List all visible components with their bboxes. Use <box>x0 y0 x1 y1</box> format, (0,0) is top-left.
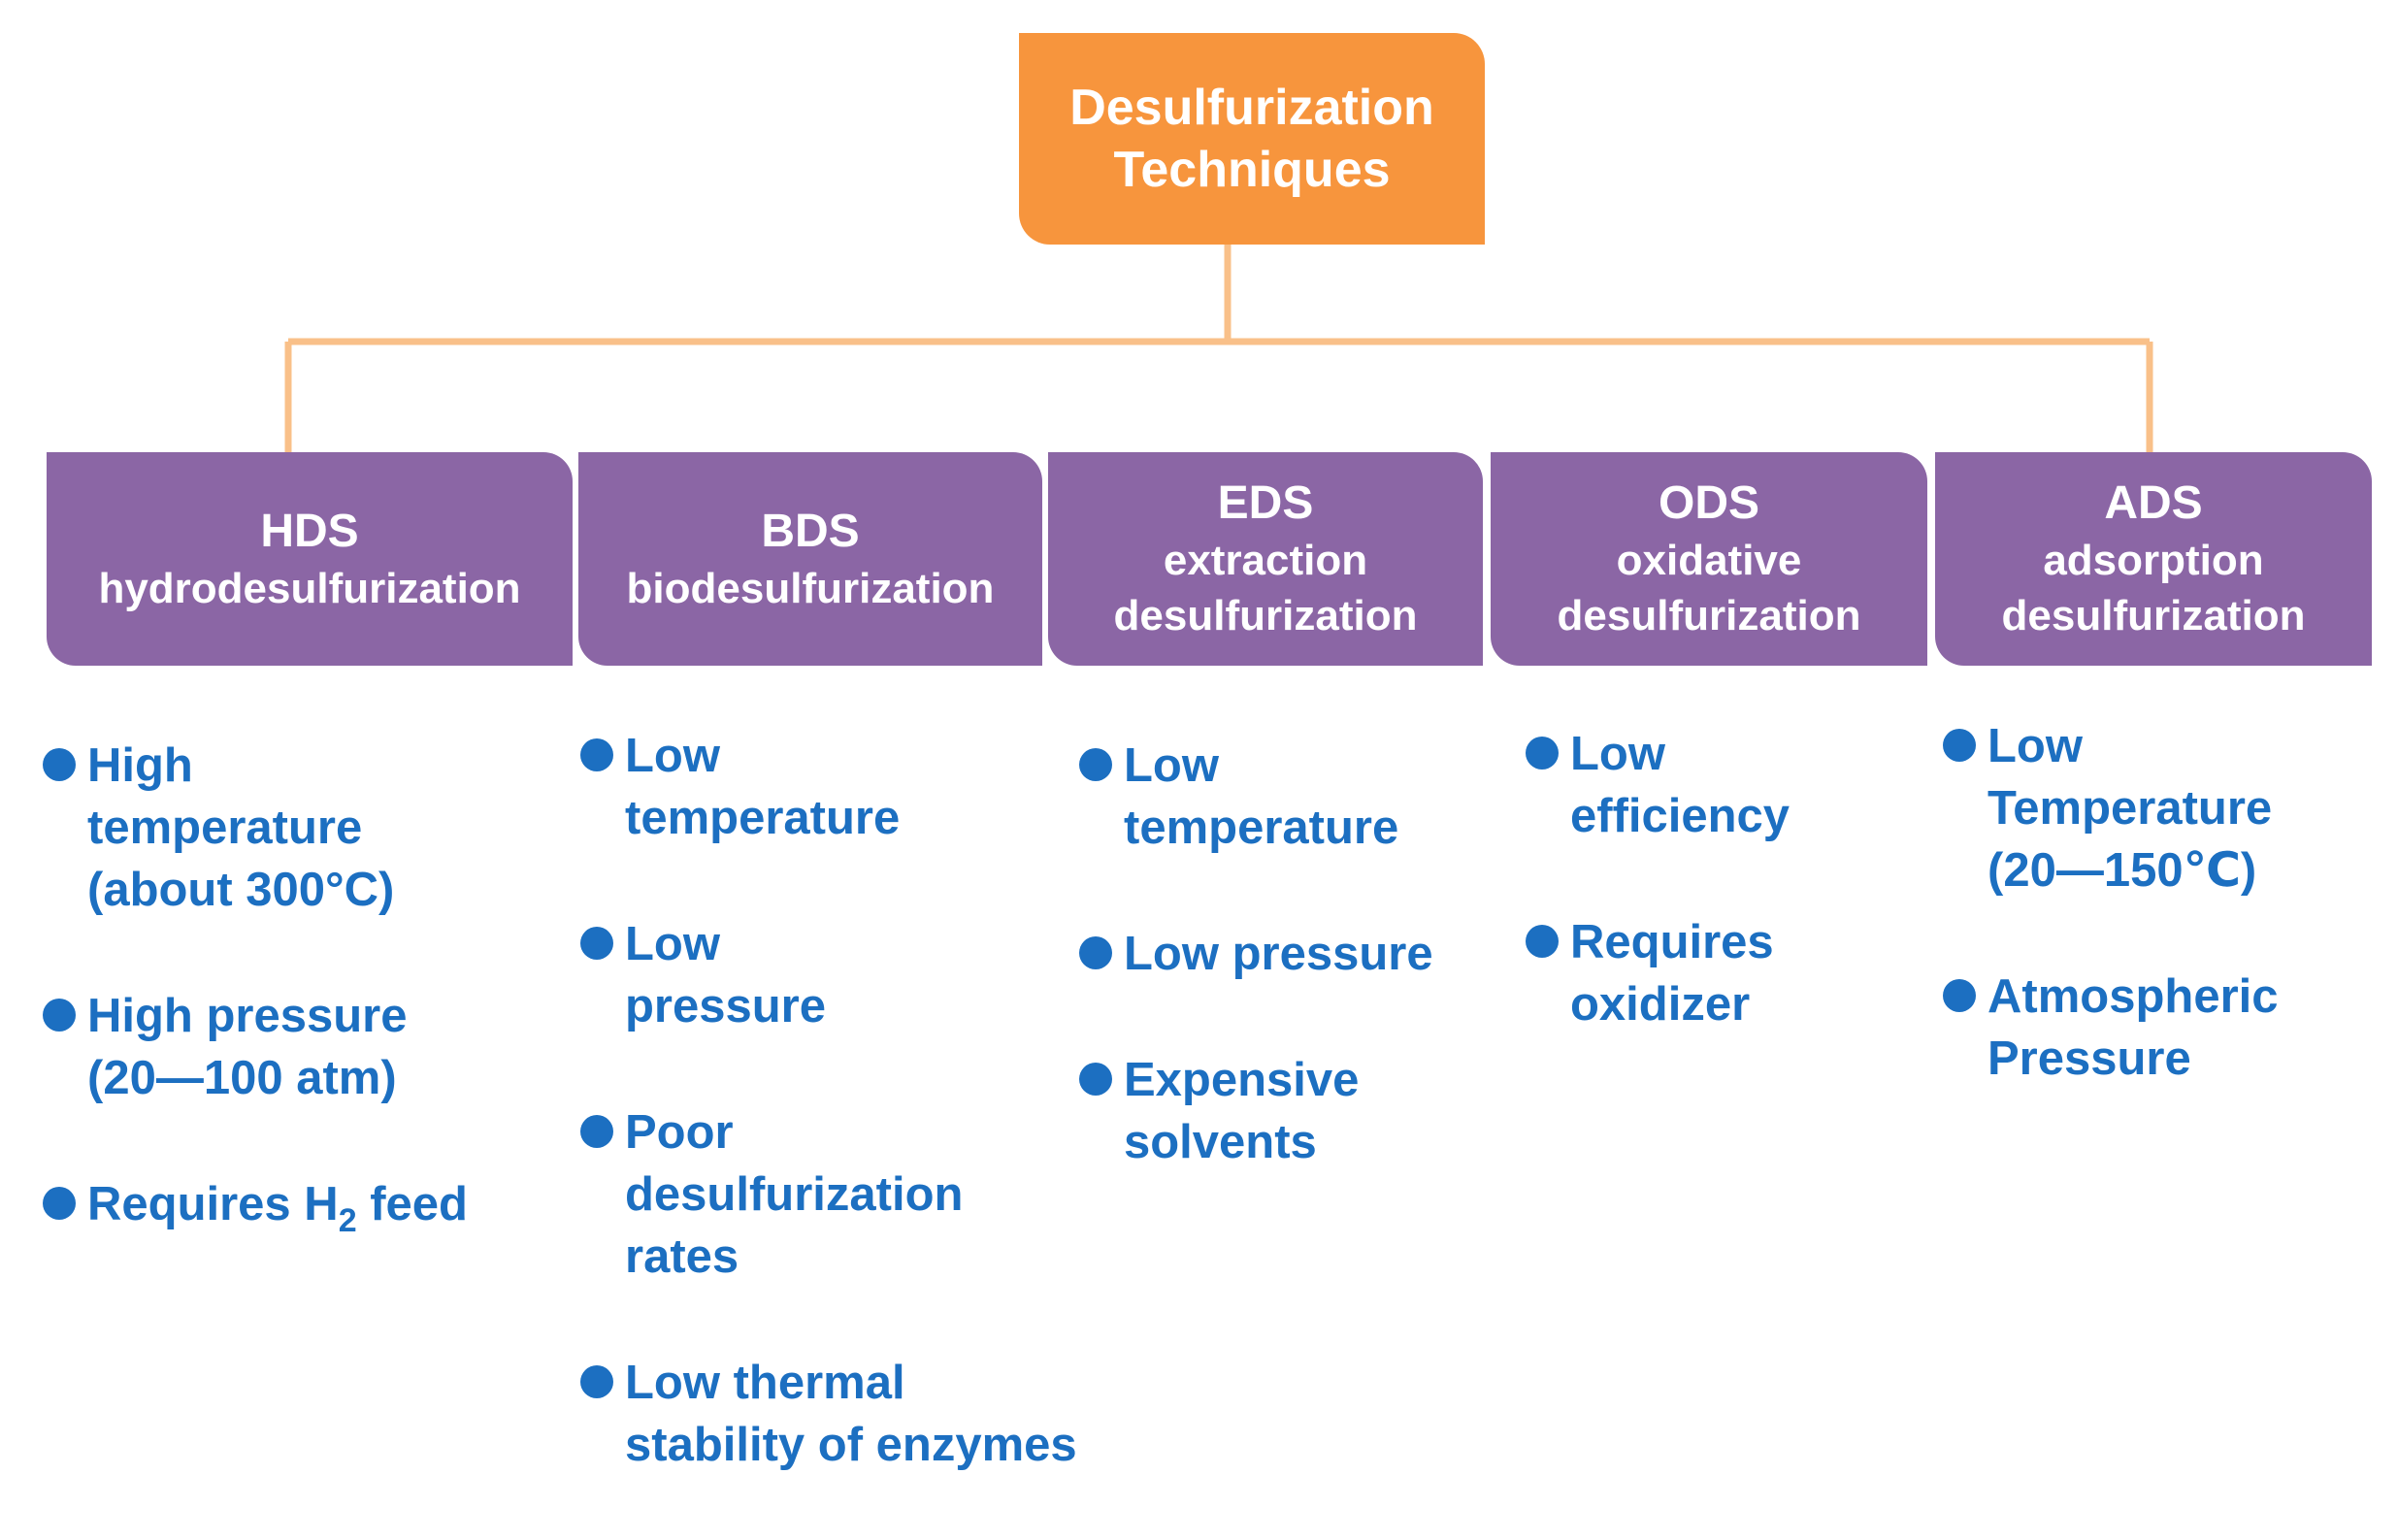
bullet-text-line: (about 300°C) <box>87 864 395 916</box>
bullet-item: Low pressure <box>1075 923 1502 985</box>
category-node-bds: BDS biodesulfurization <box>578 452 1042 666</box>
category-description-line-1: oxidative <box>1616 537 1802 584</box>
category-description: hydrodesulfurization <box>98 564 521 612</box>
bullet-item: Poor desulfurization rates <box>576 1101 1139 1288</box>
bullet-item: Atmospheric Pressure <box>1939 966 2366 1090</box>
bullet-text-line: pressure <box>625 980 827 1032</box>
bullet-dot-icon <box>1079 1063 1112 1096</box>
bullet-text-line: efficiency <box>1570 790 1790 842</box>
bullet-dot-icon <box>43 748 76 781</box>
bullet-text-line: Requires <box>1570 916 1774 968</box>
category-description-line-2: desulfurization <box>1113 592 1418 639</box>
bullet-text-subscript: 2 <box>338 1202 357 1239</box>
bullet-text-line: Low <box>1570 728 1665 780</box>
bullet-text-line: oxidizer <box>1570 978 1751 1031</box>
bullet-text-line: (20—150℃) <box>1987 844 2257 897</box>
bullet-dot-icon <box>580 738 613 771</box>
bullet-text-line: rates <box>625 1230 739 1283</box>
bullet-item: Low efficiency <box>1522 723 1910 847</box>
bullet-item: Low thermal stability of enzymes <box>576 1352 1139 1476</box>
bullet-text-line: Atmospheric <box>1987 970 2279 1023</box>
category-node-ods: ODS oxidative desulfurization <box>1491 452 1927 666</box>
bullet-text-suffix: feed <box>356 1178 468 1230</box>
bullet-text-line: Low <box>625 918 720 970</box>
bullet-text-line: High pressure <box>87 990 408 1042</box>
category-abbreviation: BDS <box>761 505 860 557</box>
category-node-eds: EDS extraction desulfurization <box>1048 452 1483 666</box>
category-abbreviation: HDS <box>260 505 359 557</box>
bullet-text-line: Expensive <box>1124 1054 1360 1106</box>
bullet-item: Low temperature <box>576 725 1139 849</box>
bullet-text-line: desulfurization <box>625 1168 964 1221</box>
category-abbreviation: EDS <box>1217 477 1314 529</box>
bullet-text-line: High <box>87 739 193 792</box>
bullet-text-line: Low thermal <box>625 1357 905 1409</box>
category-node-hds: HDS hydrodesulfurization <box>47 452 573 666</box>
bullet-text-line: temperature <box>625 792 901 844</box>
category-description-line-2: desulfurization <box>2001 592 2306 639</box>
bullet-dot-icon <box>1526 737 1559 770</box>
bullet-text-line: (20—100 atm) <box>87 1052 397 1104</box>
bullet-text-line: solvents <box>1124 1116 1317 1168</box>
bullet-dot-icon <box>1943 979 1976 1012</box>
bullet-list-ads: Low Temperature (20—150℃) Atmospheric Pr… <box>1939 715 2366 1154</box>
bullet-item: Requires oxidizer <box>1522 911 1910 1035</box>
bullet-text-line: Low pressure <box>1124 928 1433 980</box>
bullet-dot-icon <box>1943 729 1976 762</box>
bullet-text-line: stability of enzymes <box>625 1419 1077 1471</box>
bullet-item: High pressure (20—100 atm) <box>39 985 543 1109</box>
bullet-item: Low pressure <box>576 913 1139 1037</box>
bullet-item: High temperature (about 300°C) <box>39 735 543 921</box>
bullet-list-ods: Low efficiency Requires oxidizer <box>1522 723 1910 1099</box>
bullet-item: Expensive solvents <box>1075 1049 1502 1173</box>
bullet-dot-icon <box>1079 748 1112 781</box>
bullet-text-line: Low <box>1124 739 1219 792</box>
category-description-line-1: extraction <box>1163 537 1368 584</box>
bullet-dot-icon <box>1079 936 1112 969</box>
bullet-list-hds: High temperature (about 300°C) High pres… <box>39 735 543 1304</box>
connector-lines <box>284 245 2153 452</box>
category-description-line-2: desulfurization <box>1557 592 1861 639</box>
bullet-dot-icon <box>580 1365 613 1398</box>
bullet-dot-icon <box>43 1187 76 1220</box>
bullet-text-line: temperature <box>1124 802 1399 854</box>
bullet-dot-icon <box>1526 925 1559 958</box>
bullet-dot-icon <box>580 927 613 960</box>
bullet-item: Requires H2 feed <box>39 1173 543 1240</box>
root-title-line-2: Techniques <box>1113 142 1391 198</box>
category-description-line-1: adsorption <box>2043 537 2264 584</box>
bullet-list-bds: Low temperature Low pressure Poor desulf… <box>576 725 1139 1540</box>
bullet-item: Low Temperature (20—150℃) <box>1939 715 2366 901</box>
bullet-item: Low temperature <box>1075 735 1502 859</box>
bullet-text-line: Pressure <box>1987 1032 2191 1085</box>
bullet-text-line: Low <box>1987 720 2083 772</box>
bullet-text-line: Temperature <box>1987 782 2273 835</box>
root-title-line-1: Desulfurization <box>1069 80 1434 136</box>
category-description: biodesulfurization <box>626 564 995 612</box>
category-abbreviation: ADS <box>2104 477 2203 529</box>
bullet-list-eds: Low temperature Low pressure Expensive s… <box>1075 735 1502 1237</box>
bullet-text-prefix: Requires H <box>87 1178 339 1230</box>
root-node-desulfurization-techniques: Desulfurization Techniques <box>1019 33 1485 245</box>
bullet-text-line: temperature <box>87 802 363 854</box>
bullet-dot-icon <box>43 999 76 1032</box>
bullet-text-line: Poor <box>625 1106 734 1159</box>
category-node-ads: ADS adsorption desulfurization <box>1935 452 2372 666</box>
bullet-text-line: Low <box>625 730 720 782</box>
bullet-dot-icon <box>580 1115 613 1148</box>
category-abbreviation: ODS <box>1658 477 1759 529</box>
